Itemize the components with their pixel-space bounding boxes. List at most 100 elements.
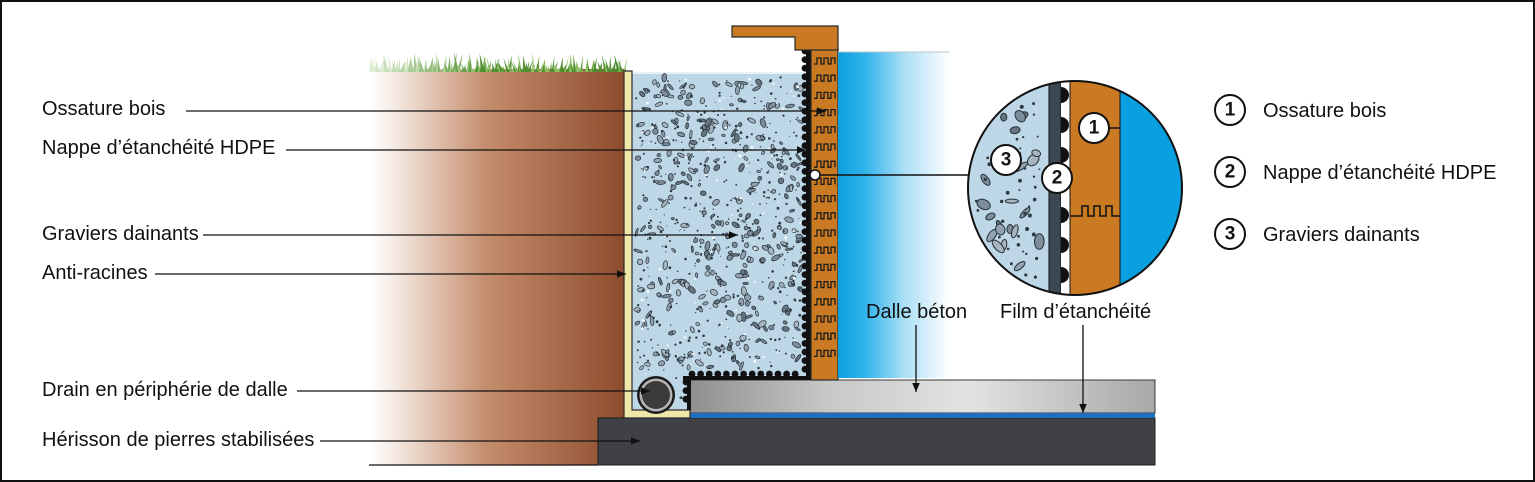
membrane-dimple	[801, 124, 809, 132]
legend-item-1: 1 Ossature bois	[1214, 94, 1386, 126]
gravel-grain	[750, 323, 753, 326]
gravel-grain	[1018, 189, 1021, 192]
membrane-dimple	[766, 370, 773, 378]
gravel-grain	[785, 202, 788, 206]
gravel-grain	[736, 294, 740, 298]
grass-blade	[415, 55, 418, 72]
gravel-grain	[748, 78, 751, 81]
grass-blade	[549, 62, 553, 72]
gravel-grain	[997, 235, 1001, 239]
gravel-stone	[785, 103, 795, 109]
gravel-grain	[684, 156, 687, 159]
gravel-stone	[706, 364, 715, 369]
gravel-stone	[637, 205, 642, 210]
gravel-stone	[761, 150, 765, 155]
gravel-grain	[726, 203, 729, 207]
label-ossature-bois: Ossature bois	[42, 98, 165, 120]
gravel-stone	[661, 73, 668, 83]
gravel-grain	[705, 175, 708, 178]
gravel-grain	[647, 143, 650, 145]
grass-blade	[576, 62, 581, 72]
gravel-stone	[760, 338, 768, 344]
grass-blade	[533, 66, 539, 72]
membrane-dimple	[682, 378, 690, 386]
gravel-grain	[654, 123, 657, 126]
gravel-stone	[767, 246, 775, 255]
gravel-stone	[693, 237, 699, 244]
gravel-stone	[739, 269, 746, 275]
gravel-grain	[784, 352, 787, 355]
gravel-stone	[1010, 224, 1019, 239]
gravel-grain	[983, 177, 987, 181]
membrane-dimple	[1061, 117, 1069, 133]
gravel-grain	[642, 269, 646, 272]
membrane-dimple	[757, 370, 765, 378]
gravel-grain	[652, 316, 655, 320]
gravel-grain	[726, 326, 729, 329]
gravel-grain	[748, 338, 750, 341]
grass-blade	[525, 61, 529, 72]
gravel-grain	[705, 114, 707, 117]
gravel-grain	[777, 351, 779, 353]
gravel-grain	[655, 208, 657, 211]
membrane-dimple	[801, 245, 809, 253]
gravel-grain	[795, 134, 798, 137]
gravel-stone	[782, 228, 789, 235]
gravel-grain	[729, 346, 731, 348]
gravel-grain	[672, 158, 676, 162]
grass-blade	[559, 56, 563, 72]
gravel-stone	[743, 343, 749, 352]
gravel-grain	[644, 373, 647, 375]
gravel-grain	[641, 139, 644, 143]
gravel-grain	[724, 305, 728, 308]
gravel-grain	[698, 138, 701, 140]
grass-blade	[587, 60, 590, 72]
gravel-grain	[798, 217, 800, 219]
gravel-grain	[679, 340, 681, 342]
gravel-grain	[767, 276, 770, 279]
gravel-grain	[729, 124, 731, 126]
gravel-grain	[1038, 168, 1041, 171]
gravel-grain	[648, 236, 652, 240]
gravel-stone	[704, 117, 713, 127]
gravel-stone	[755, 78, 763, 86]
gravel-grain	[699, 162, 702, 166]
gravel-grain	[714, 161, 718, 164]
gravel-grain	[1031, 232, 1036, 237]
grass-blade	[418, 55, 425, 72]
gravel-grain	[658, 323, 661, 327]
gravel-grain	[699, 210, 701, 212]
gravel-grain	[739, 131, 743, 135]
gravel-grain	[722, 97, 725, 99]
gravel-grain	[642, 319, 645, 322]
gravel-grain	[678, 162, 681, 165]
drain-pipe-inner	[642, 381, 670, 409]
gravel-stone	[757, 295, 765, 301]
gravel-stone	[667, 94, 675, 99]
gravel-grain	[776, 206, 780, 210]
gravel-grain	[661, 130, 664, 133]
gravel-grain	[665, 251, 667, 253]
gravel-grain	[745, 165, 747, 167]
gravel-grain	[711, 230, 714, 234]
gravel-stone	[730, 128, 737, 138]
gravel-stones	[633, 73, 806, 400]
grass-blade	[492, 62, 496, 72]
gravel-grain	[682, 97, 684, 99]
gravel-grain	[774, 97, 777, 100]
membrane-dimple	[1061, 267, 1069, 283]
gravel-grain	[749, 171, 751, 173]
gravel-grain	[717, 252, 720, 254]
grass-blade	[372, 57, 375, 72]
gravel-grain	[763, 108, 765, 110]
gravel-grain	[666, 80, 669, 83]
gravel-grain	[642, 108, 646, 111]
gravel-grain	[769, 122, 771, 124]
gravel-grain	[647, 266, 649, 269]
membrane-dimple	[774, 370, 782, 378]
gravel-grain	[650, 338, 653, 341]
gravel-grain	[782, 114, 785, 117]
membrane-dimple	[801, 185, 809, 193]
gravel-grain	[728, 339, 732, 342]
gravel-stone	[771, 188, 777, 194]
